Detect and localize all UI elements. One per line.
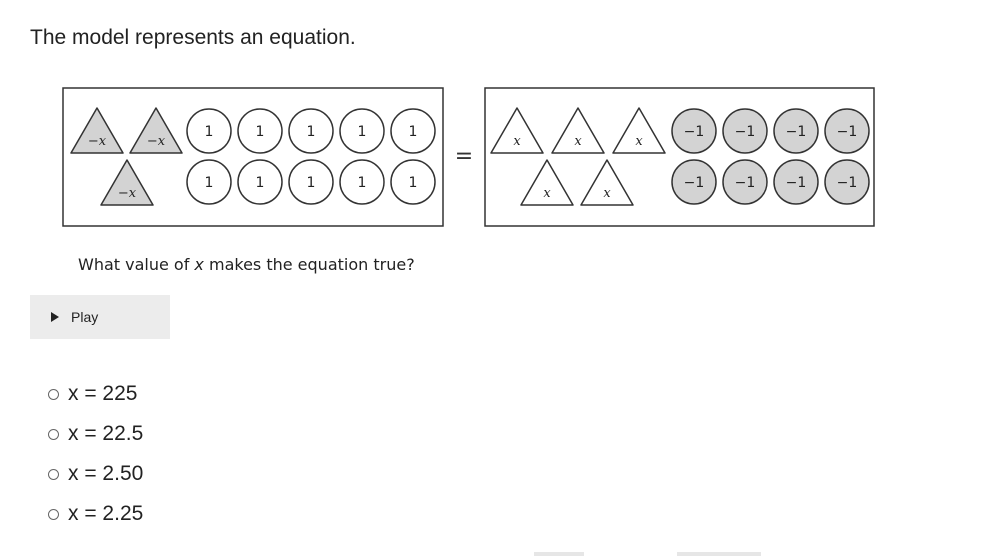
variable-tile-triangle: x bbox=[612, 107, 666, 154]
answer-label: x = 2.25 bbox=[68, 502, 144, 525]
unit-tile-positive: 1 bbox=[390, 108, 436, 154]
unit-tile-negative: −1 bbox=[671, 159, 717, 205]
unit-tile-positive-label: 1 bbox=[256, 124, 265, 140]
variable-tile-label: x bbox=[513, 134, 521, 149]
unit-tile-positive: 1 bbox=[237, 159, 283, 205]
variable-tile-label: −x bbox=[147, 134, 166, 149]
unit-tile-positive: 1 bbox=[288, 108, 334, 154]
play-label: Play bbox=[71, 309, 99, 325]
answer-option[interactable]: x = 22.5 bbox=[48, 414, 143, 454]
algebra-tile-figure: = −x −x −x 1 1 1 1 1 1 1 1 1 1 x x x x x −1 −1 −1 −1 −1 −1 −1 −1 bbox=[62, 87, 875, 227]
variable-tile-triangle: x bbox=[520, 159, 574, 206]
answer-label: x = 2.50 bbox=[68, 462, 144, 485]
question-text-before: What value of bbox=[78, 255, 195, 274]
unit-tile-positive-label: 1 bbox=[409, 175, 418, 191]
unit-tile-positive-label: 1 bbox=[409, 124, 418, 140]
unit-tile-negative: −1 bbox=[722, 108, 768, 154]
unit-tile-negative-label: −1 bbox=[684, 175, 705, 191]
unit-tile-positive-label: 1 bbox=[205, 175, 214, 191]
variable-tile-triangle: x bbox=[551, 107, 605, 154]
unit-tile-positive-label: 1 bbox=[307, 124, 316, 140]
bottom-tab-edge bbox=[534, 552, 584, 556]
variable-tile-triangle: −x bbox=[70, 107, 124, 154]
radio-icon[interactable] bbox=[48, 508, 59, 520]
variable-tile-label: −x bbox=[118, 186, 137, 201]
answer-label: x = 225 bbox=[68, 382, 138, 405]
question-variable: x bbox=[194, 255, 204, 274]
algebra-tile-model: = −x −x −x 1 1 1 1 1 1 1 1 1 1 x x x x x −1 −1 −1 −1 −1 −1 −1 −1 bbox=[62, 86, 876, 228]
equals-sign: = bbox=[455, 144, 473, 169]
audio-play-button[interactable]: Play bbox=[30, 295, 170, 339]
unit-tile-positive: 1 bbox=[186, 159, 232, 205]
variable-tile-triangle: −x bbox=[129, 107, 183, 154]
unit-tile-negative: −1 bbox=[671, 108, 717, 154]
unit-tile-negative: −1 bbox=[824, 159, 870, 205]
unit-tile-negative-label: −1 bbox=[837, 124, 858, 140]
variable-tile-label: x bbox=[574, 134, 582, 149]
question-text: What value of x makes the equation true? bbox=[78, 255, 415, 274]
question-prompt: The model represents an equation. bbox=[30, 26, 356, 49]
unit-tile-negative-label: −1 bbox=[735, 175, 756, 191]
answer-option[interactable]: x = 225 bbox=[48, 374, 143, 414]
variable-tile-triangle: −x bbox=[100, 159, 154, 206]
bottom-tab-edge bbox=[677, 552, 761, 556]
answer-option[interactable]: x = 2.50 bbox=[48, 454, 143, 494]
unit-tile-positive: 1 bbox=[339, 159, 385, 205]
unit-tile-positive-label: 1 bbox=[358, 124, 367, 140]
unit-tile-positive-label: 1 bbox=[358, 175, 367, 191]
radio-icon[interactable] bbox=[48, 388, 59, 400]
unit-tile-negative-label: −1 bbox=[735, 124, 756, 140]
unit-tile-negative-label: −1 bbox=[837, 175, 858, 191]
unit-tile-negative: −1 bbox=[773, 159, 819, 205]
unit-tile-positive-label: 1 bbox=[205, 124, 214, 140]
unit-tile-negative: −1 bbox=[722, 159, 768, 205]
unit-tile-positive: 1 bbox=[339, 108, 385, 154]
unit-tile-positive: 1 bbox=[288, 159, 334, 205]
play-icon bbox=[51, 312, 59, 322]
unit-tile-negative-label: −1 bbox=[786, 175, 807, 191]
answer-option[interactable]: x = 2.25 bbox=[48, 494, 143, 534]
unit-tile-positive: 1 bbox=[186, 108, 232, 154]
variable-tile-label: x bbox=[635, 134, 643, 149]
question-text-after: makes the equation true? bbox=[203, 255, 415, 274]
unit-tile-positive: 1 bbox=[237, 108, 283, 154]
variable-tile-triangle: x bbox=[490, 107, 544, 154]
variable-tile-label: x bbox=[543, 186, 551, 201]
answer-choices: x = 225 x = 22.5 x = 2.50 x = 2.25 bbox=[48, 374, 143, 534]
unit-tile-negative-label: −1 bbox=[786, 124, 807, 140]
answer-label: x = 22.5 bbox=[68, 422, 144, 445]
unit-tile-negative-label: −1 bbox=[684, 124, 705, 140]
unit-tile-positive-label: 1 bbox=[256, 175, 265, 191]
unit-tile-negative: −1 bbox=[773, 108, 819, 154]
variable-tile-triangle: x bbox=[580, 159, 634, 206]
unit-tile-positive: 1 bbox=[390, 159, 436, 205]
unit-tile-negative: −1 bbox=[824, 108, 870, 154]
variable-tile-label: −x bbox=[88, 134, 107, 149]
radio-icon[interactable] bbox=[48, 468, 59, 480]
variable-tile-label: x bbox=[603, 186, 611, 201]
radio-icon[interactable] bbox=[48, 428, 59, 440]
unit-tile-positive-label: 1 bbox=[307, 175, 316, 191]
